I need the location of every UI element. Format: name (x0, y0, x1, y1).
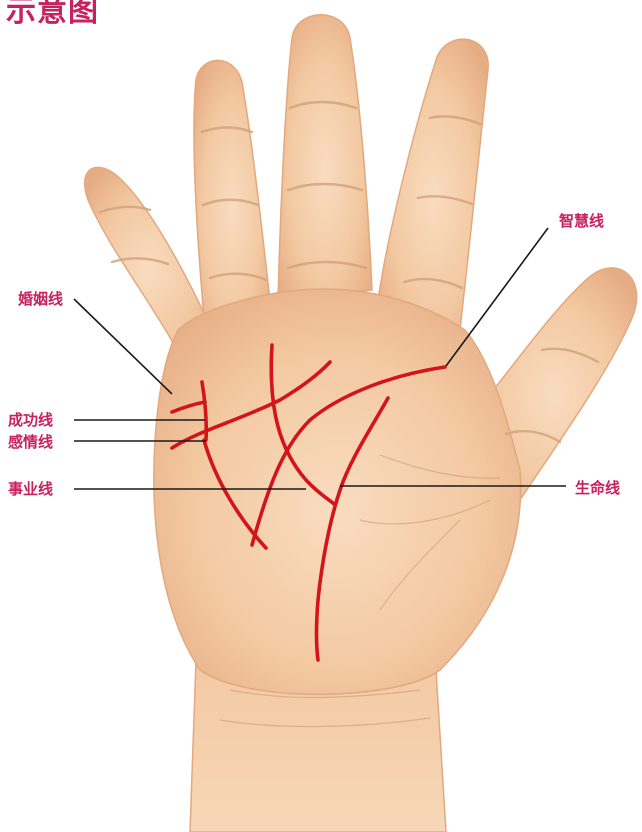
palm (154, 289, 521, 694)
label-emotion-line: 感情线 (8, 431, 53, 452)
index-finger (378, 39, 488, 330)
ring-finger (194, 60, 270, 330)
label-success-line: 成功线 (8, 409, 53, 430)
label-marriage-line: 婚姻线 (18, 288, 63, 309)
label-career-line: 事业线 (8, 478, 53, 499)
middle-finger (278, 15, 372, 300)
label-wisdom-line: 智慧线 (559, 210, 604, 231)
label-life-line: 生命线 (575, 477, 620, 498)
